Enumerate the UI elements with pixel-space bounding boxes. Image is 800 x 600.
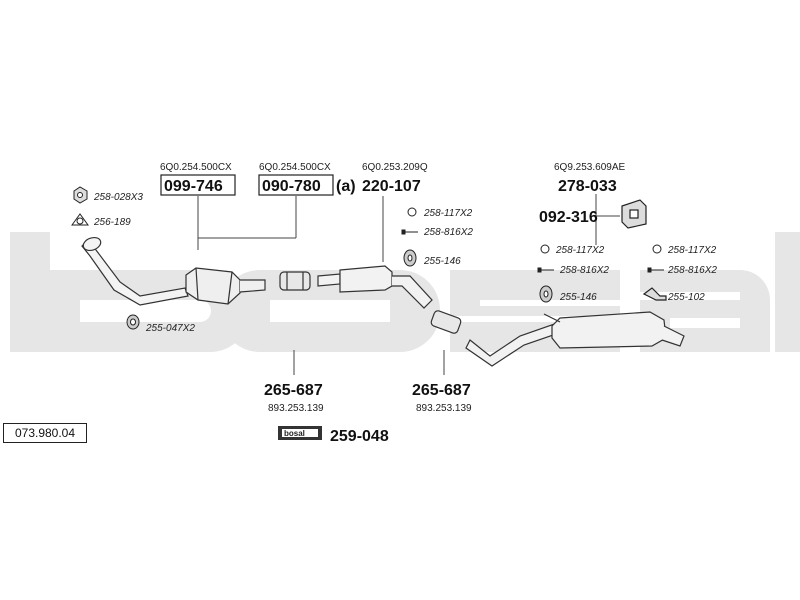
rubber-mount-icon	[126, 314, 140, 330]
hexagon-nut-icon	[73, 186, 88, 204]
gasket-ring-icon	[71, 213, 89, 226]
catalyst-alt-suffix: (a)	[336, 178, 356, 195]
front-pipe-oem: 6Q0.253.209Q	[362, 162, 428, 173]
front-clamp-number[interactable]: 265-687	[264, 382, 323, 399]
stud-rear2-label: 258-816X2	[667, 265, 717, 276]
bolt-mid-label: 258-117X2	[423, 208, 473, 219]
reference-number: 073.980.04	[3, 423, 87, 443]
front-downpipe	[81, 236, 189, 306]
catalyst-oem: 6Q0.254.500CX	[160, 162, 232, 173]
rear-pipe-and-box	[465, 311, 685, 367]
stud-rear1-label: 258-816X2	[559, 265, 609, 276]
rubber-rear1-label: 255-146	[559, 292, 597, 303]
rear-box-oem: 6Q9.253.609AE	[554, 162, 625, 173]
front-pipe-number[interactable]: 220-107	[362, 178, 421, 195]
front-clamp-oem: 893.253.139	[268, 403, 324, 414]
bolt-washer-icon	[407, 207, 662, 254]
middle-pipe-and-silencer	[317, 265, 433, 309]
bosal-logo-inner	[282, 429, 318, 437]
gasket-ring-label: 256-189	[93, 217, 131, 228]
catalytic-converter	[185, 267, 266, 305]
rubber-front-label: 255-047X2	[145, 323, 195, 334]
assembly-kit-number[interactable]: 259-048	[330, 428, 389, 445]
stud-icon	[401, 229, 664, 273]
rear-bracket-icon	[621, 199, 647, 229]
rear-box-number[interactable]: 278-033	[558, 178, 617, 195]
nut-label: 258-028X3	[93, 192, 143, 203]
bolt-rear2-label: 258-117X2	[667, 245, 717, 256]
catalyst-number[interactable]: 099-746	[164, 178, 223, 195]
rear-bracket-number[interactable]: 092-316	[539, 209, 598, 226]
front-clamp	[279, 271, 311, 291]
bolt-rear1-label: 258-117X2	[555, 245, 605, 256]
catalyst-alt-number[interactable]: 090-780	[262, 178, 321, 195]
hanger-rear2-label: 255-102	[667, 292, 705, 303]
mid-clamp-oem: 893.253.139	[416, 403, 472, 414]
mid-clamp-number[interactable]: 265-687	[412, 382, 471, 399]
catalyst-alt-oem: 6Q0.254.500CX	[259, 162, 331, 173]
bosal-logo-text: bosal	[284, 429, 305, 438]
catalyst-alt-box	[258, 174, 334, 196]
mid-clamp	[430, 310, 462, 334]
stud-mid-label: 258-816X2	[423, 227, 473, 238]
rubber-mid-label: 255-146	[423, 256, 461, 267]
catalyst-box	[160, 174, 236, 196]
rubber-hanger-icon	[403, 249, 553, 303]
hanger-bracket-icon	[642, 287, 667, 301]
leader-lines	[197, 194, 620, 375]
